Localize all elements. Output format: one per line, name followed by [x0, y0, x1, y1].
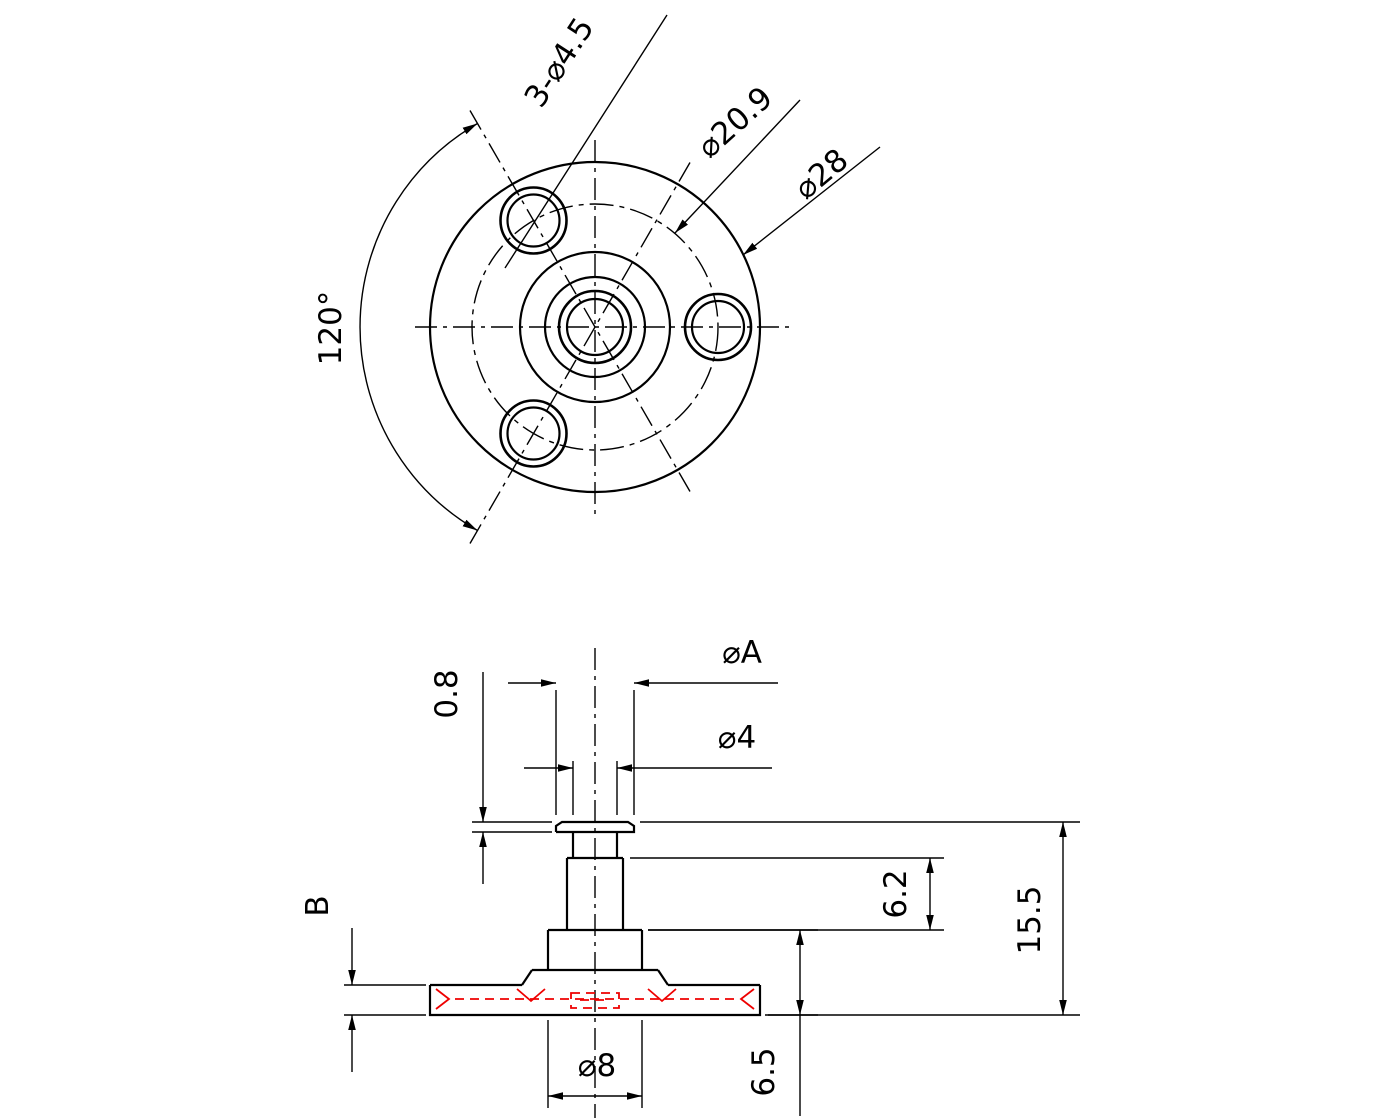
cap-outline — [554, 820, 636, 834]
flange-outline — [428, 983, 762, 1017]
right-edge-chamfer — [739, 988, 755, 1010]
angle-arc — [359, 122, 478, 532]
neck-outline — [571, 832, 619, 858]
part-outline — [428, 820, 762, 1017]
shaft-outline — [565, 856, 625, 930]
head-dia-label: ⌀A — [722, 635, 762, 671]
hole-callout-leader — [504, 14, 668, 269]
bolt-hole-lower-outer — [499, 399, 568, 468]
bolt-holes — [499, 186, 753, 468]
bolt-circle-leader — [674, 99, 801, 234]
centerline-diagonal-lower-hole — [469, 162, 691, 544]
bolt-hole-right-outer — [683, 292, 753, 362]
dim-boss-dia: ⌀8 — [547, 1020, 643, 1108]
dim-flange-thickness: B — [300, 895, 426, 1072]
pad-circle — [518, 250, 672, 404]
dim-groove: 0.8 — [429, 669, 552, 884]
right-countersink — [647, 988, 677, 1003]
center-bore-hidden — [570, 992, 620, 1009]
flange-thickness-label: B — [300, 895, 336, 916]
left-countersink — [516, 988, 546, 1003]
head-dia-ext-lines — [555, 690, 635, 815]
flange-thickness-ext-lines — [344, 984, 426, 1016]
shoulder-label: 6.2 — [878, 869, 914, 918]
dim-head-dia: ⌀A — [508, 635, 778, 815]
dim-base-height: 6.5 — [648, 929, 818, 1116]
dim-total-height: 15.5 — [640, 821, 1080, 1016]
dim-angle-120: 120° — [313, 122, 478, 532]
base-height-label: 6.5 — [746, 1047, 782, 1096]
tip-dia-label: ⌀4 — [718, 720, 756, 756]
bolt-hole-right-inner — [690, 299, 746, 355]
top-view-centerlines — [415, 110, 790, 544]
total-height-ext-lines — [640, 821, 1080, 1016]
total-height-label: 15.5 — [1012, 885, 1048, 954]
centerline-diagonal-upper-hole — [469, 110, 691, 492]
flange-outer-circle — [428, 160, 762, 494]
bore-circle — [565, 297, 625, 357]
side-view: ⌀A ⌀4 0.8 6.2 15.5 — [300, 635, 1080, 1118]
bore-chamfer-circle — [557, 289, 633, 365]
angle-label: 120° — [313, 291, 349, 366]
hidden-details — [435, 988, 755, 1010]
bolt-hole-upper-outer — [499, 186, 568, 255]
groove-label: 0.8 — [429, 669, 465, 718]
boss-outline — [546, 928, 644, 970]
outer-dia-leader — [742, 146, 881, 256]
left-edge-chamfer — [435, 988, 451, 1010]
boss-circle — [543, 275, 647, 379]
bolt-hole-lower-inner — [506, 406, 561, 461]
dim-shoulder: 6.2 — [630, 857, 944, 931]
pad-outline — [521, 968, 669, 986]
boss-dia-label: ⌀8 — [578, 1048, 616, 1084]
bolt-hole-upper-inner — [506, 193, 561, 248]
dim-tip-dia: ⌀4 — [524, 720, 772, 815]
base-height-ext-lines — [648, 929, 818, 1016]
top-view-circles — [428, 160, 762, 494]
